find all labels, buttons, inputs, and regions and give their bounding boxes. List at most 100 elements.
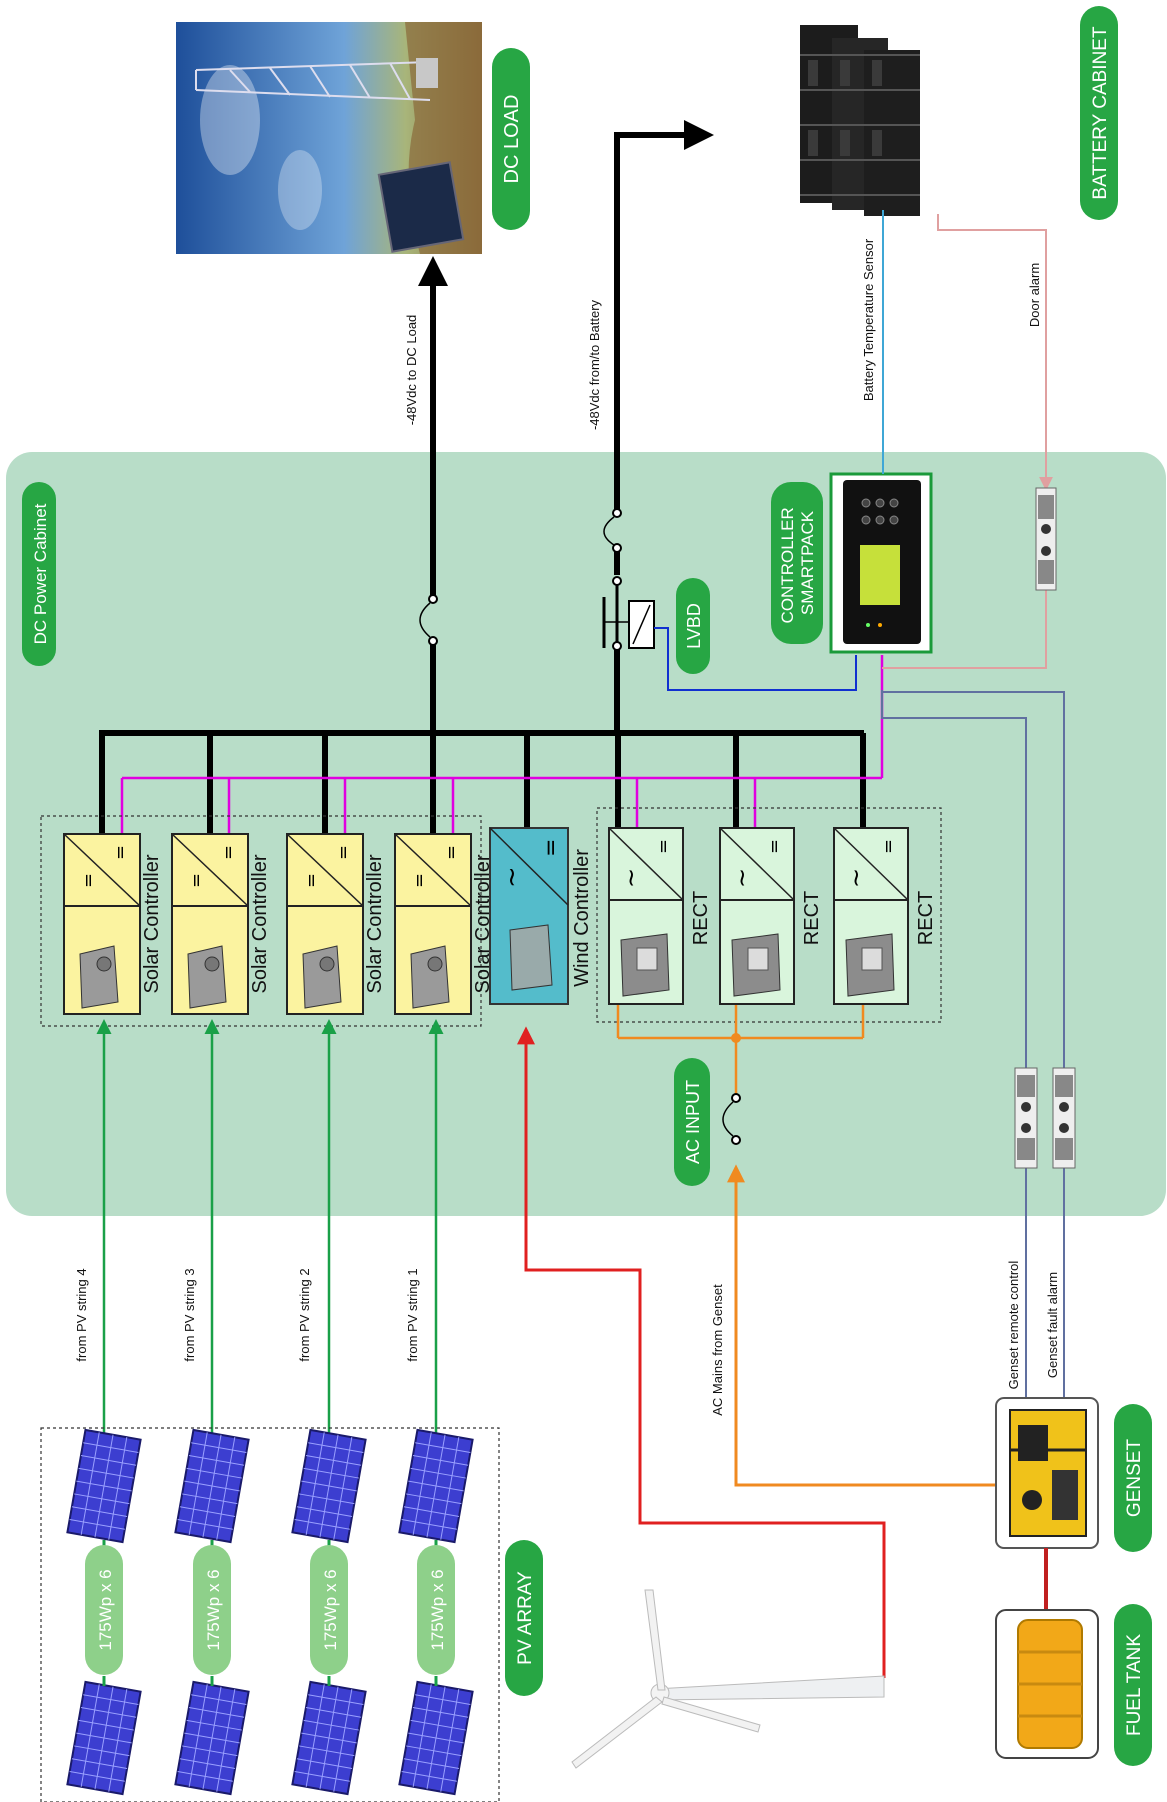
solar-panel-bottom-2 [174,1680,250,1796]
genset-label: GENSET [1124,1439,1145,1518]
controller-label-line2: SMARTPACK [798,510,817,615]
door-alarm-terminal [1035,487,1057,591]
wind-controller-label: Wind Controller [571,849,593,987]
solar-controller-1: == [63,833,141,1015]
fuel-tank-pill: FUEL TANK [1114,1604,1152,1766]
solar-controller-label: Solar Controller [141,854,163,993]
ac-symbol-icon: ~ [497,866,527,888]
dc-symbol-icon: = [301,873,322,888]
rectifier-group [596,807,942,1023]
solar-controller-label: Solar Controller [472,854,494,993]
pv-rating-label: 175Wp x 6 [204,1569,223,1650]
dc-load-breaker [419,594,438,646]
pv-panels: 175Wp x 6 175Wp x 6 175Wp x 6 175Wp x 6 [66,1428,474,1796]
pv-rating-label: 175Wp x 6 [96,1569,115,1650]
genset-image [995,1397,1099,1549]
genset-terminal-1 [1014,1067,1038,1169]
pv-feed-labels: from PV string 4 from PV string 3 from PV … [74,1268,420,1361]
door-alarm-return [882,590,1047,669]
dc-symbol-icon: = [78,873,99,888]
dc-bus [99,120,866,834]
solar-controllers: ==Solar Controller==Solar Controller==So… [63,833,494,1015]
pv-array-group [40,1427,500,1802]
solar-controller-2: == [171,833,249,1015]
battery-wire-label: -48Vdc from/to Battery [587,299,602,430]
lvbd-pill: LVBD [676,578,710,674]
genset-terminal-2 [1052,1067,1076,1169]
controller-pill: CONTROLLER SMARTPACK [771,482,823,644]
pv-rating-pill: 175Wp x 6 [417,1545,455,1675]
dc-symbol-icon: = [218,845,239,860]
ac-symbol-icon: ~ [728,868,756,888]
cabinet-title: DC Power Cabinet [31,503,50,644]
ac-symbol-icon: ~ [842,868,870,888]
dc-symbol-icon: = [764,839,785,854]
dc-symbol-icon: = [878,839,899,854]
fuel-tank-label: FUEL TANK [1124,1634,1145,1736]
rectifier-module-icon [620,933,670,997]
fuel-tank-image [995,1609,1099,1759]
rectifier-label: RECT [915,891,937,945]
dc-symbol-icon: = [653,839,674,854]
rectifier-module-icon [845,933,895,997]
rectifier-2: ~= [719,827,795,1005]
rectifier-3: ~= [833,827,909,1005]
solar-controller-group [40,815,482,1027]
ac-input-pill: AC INPUT [674,1058,710,1186]
solar-panel-top-2 [174,1428,250,1544]
ac-bus-junction [731,1033,741,1043]
battery-cabinet-image [800,25,920,216]
wind-controller-unit: ~ = [489,827,569,1005]
controller-label-line1: CONTROLLER [778,507,797,623]
pv-feed-label: from PV string 3 [182,1268,197,1361]
rectifiers: ~=RECT~=RECT~=RECT [608,827,937,1005]
dc-symbol-icon: = [409,873,430,888]
solar-charger-icon [79,945,119,1009]
solar-controller-label: Solar Controller [364,854,386,993]
solar-panel-top-3 [291,1428,367,1544]
door-alarm-label: Door alarm [1027,263,1042,327]
genset-signal-wires [881,690,1065,1398]
lvbd-label: LVBD [684,603,704,649]
pv-array-pill: PV ARRAY [505,1540,543,1696]
lvbd-control-wire [654,627,857,691]
solar-charger-icon [302,945,342,1009]
battery-cabinet-label: BATTERY CABINET [1090,26,1111,200]
temp-sensor-label: Battery Temperature Sensor [861,238,876,401]
ac-symbol-icon: ~ [617,868,645,888]
battery-breaker [603,508,622,553]
wind-feed-wire [517,1026,886,1678]
pv-feeds [96,1019,444,1448]
solar-panel-bottom-1 [66,1680,142,1796]
pv-feed-label: from PV string 2 [297,1268,312,1361]
dc-symbol-icon: = [186,873,207,888]
solar-panel-bottom-3 [291,1680,367,1796]
ac-mains-label: AC Mains from Genset [710,1284,725,1416]
pv-feed-label: from PV string 4 [74,1268,89,1361]
ac-input-breaker [722,1093,741,1145]
pv-rating-pill: 175Wp x 6 [193,1545,231,1675]
solar-panel-top-1 [66,1428,142,1544]
dc-symbol-icon: = [441,845,462,860]
controller-label: CONTROLLER SMARTPACK [778,503,817,624]
pv-rating-pill: 175Wp x 6 [310,1545,348,1675]
ac-mains-wire [727,1164,996,1487]
solar-panel-top-4 [398,1428,474,1544]
cabinet-title-pill: DC Power Cabinet [22,482,56,666]
solar-controller-4: == [394,833,472,1015]
smartpack-controller [829,472,933,654]
genset-remote-label: Genset remote control [1006,1261,1021,1390]
wind-turbine-image [571,1589,885,1769]
dc-load-photo [176,22,482,254]
ac-input-label: AC INPUT [683,1080,703,1164]
dc-load-pill: DC LOAD [492,48,530,230]
rectifier-label: RECT [801,891,823,945]
pv-feed-label: from PV string 1 [405,1268,420,1361]
solar-controller-label: Solar Controller [249,854,271,993]
battery-cabinet-pill: BATTERY CABINET [1080,6,1118,220]
solar-controller-3: == [286,833,364,1015]
dc-symbol-icon: = [539,839,564,857]
rectifier-module-icon [731,933,781,997]
pv-rating-pill: 175Wp x 6 [85,1545,123,1675]
